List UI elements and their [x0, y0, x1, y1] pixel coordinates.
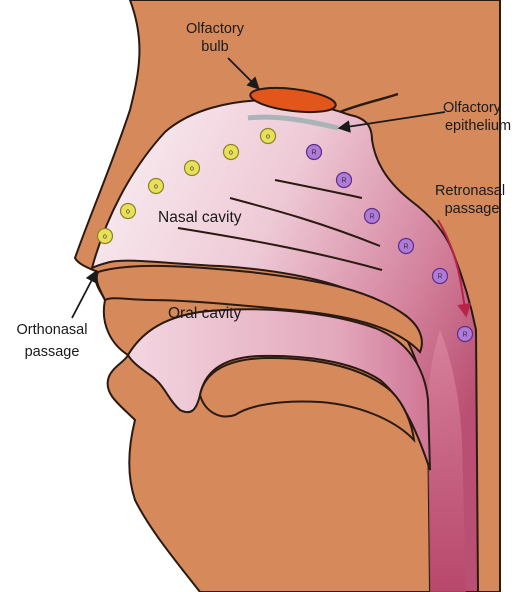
olfactory-bulb-label-line2: bulb — [201, 39, 228, 55]
svg-text:o: o — [229, 150, 233, 157]
svg-text:o: o — [126, 209, 130, 216]
oral-cavity-label: Oral cavity — [168, 305, 241, 322]
svg-text:R: R — [341, 178, 346, 185]
svg-text:o: o — [103, 234, 107, 241]
svg-text:o: o — [154, 184, 158, 191]
orthonasal-odorant-3: o — [185, 161, 200, 176]
retronasal-odorant-2: R — [365, 209, 380, 224]
orthonasal-odorant-1: o — [121, 204, 136, 219]
orthonasal-odorant-5: o — [261, 129, 276, 144]
olfactory-bulb-label-line1: Olfactory — [186, 21, 245, 37]
orthonasal-passage-label-line2: passage — [25, 344, 80, 360]
nasal-cavity-label: Nasal cavity — [158, 209, 242, 226]
svg-text:o: o — [266, 134, 270, 141]
svg-text:R: R — [311, 150, 316, 157]
svg-text:o: o — [190, 166, 194, 173]
orthonasal-passage-label-line1: Orthonasal — [17, 322, 88, 338]
svg-text:R: R — [462, 332, 467, 339]
retronasal-odorant-0: R — [307, 145, 322, 160]
orthonasal-odorant-4: o — [224, 145, 239, 160]
retronasal-odorant-1: R — [337, 173, 352, 188]
retronasal-odorant-3: R — [399, 239, 414, 254]
svg-text:R: R — [437, 274, 442, 281]
retronasal-odorant-4: R — [433, 269, 448, 284]
svg-text:R: R — [369, 214, 374, 221]
orthonasal-odorant-2: o — [149, 179, 164, 194]
olfactory-epithelium-label-line1: Olfactory — [443, 100, 502, 116]
retronasal-passage-label-line2: passage — [445, 201, 500, 217]
retronasal-passage-label-line1: Retronasal — [435, 183, 505, 199]
retronasal-odorant-5: R — [458, 327, 473, 342]
olfactory-epithelium-label-line2: epithelium — [445, 118, 511, 134]
orthonasal-passage-pointer — [72, 272, 96, 318]
orthonasal-odorant-0: o — [98, 229, 113, 244]
svg-text:R: R — [403, 244, 408, 251]
